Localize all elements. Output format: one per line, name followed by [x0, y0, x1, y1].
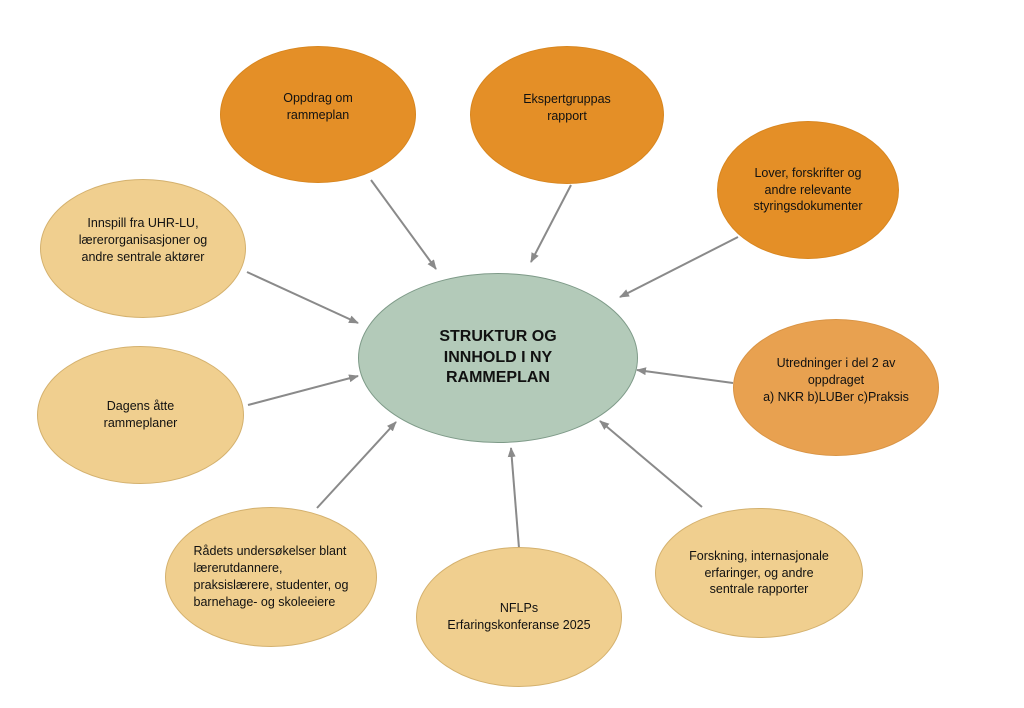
node-dagens-line-1: Dagens åtte: [106, 399, 175, 414]
arrow-dagens: [247, 374, 359, 406]
node-nflp-line-2: Erfaringskonferanse 2025: [447, 618, 591, 632]
node-forskning-line-2: erfaringer, og andre: [704, 565, 814, 580]
arrow-forskning: [599, 420, 703, 508]
node-forskning: Forskning, internasjonale erfaringer, og…: [655, 508, 863, 638]
node-nflp-line-1: NFLPs: [499, 601, 539, 616]
center-line-1: STRUKTUR OG: [439, 327, 557, 345]
arrow-lover: [619, 236, 739, 298]
arrow-radets: [316, 421, 397, 509]
node-oppdrag-text: Oppdrag om rammeplan: [283, 90, 352, 124]
node-lover: Lover, forskrifter og andre relevante st…: [717, 121, 899, 259]
arrow-innspill: [246, 271, 359, 324]
node-utredninger: Utredninger i del 2 av oppdraget a) NKR …: [733, 319, 939, 456]
node-innspill-line-3: andre sentrale aktører: [81, 249, 205, 264]
node-oppdrag-line-1: Oppdrag om: [283, 90, 353, 105]
node-innspill-line-1: Innspill fra UHR-LU,: [87, 216, 199, 231]
node-radets-text: Rådets undersøkelser blant lærerutdanner…: [194, 543, 349, 611]
node-ekspertgruppa: Ekspertgruppas rapport: [470, 46, 664, 184]
arrow-ekspertgruppa: [530, 184, 572, 263]
node-utredninger-text: Utredninger i del 2 av oppdraget a) NKR …: [763, 355, 909, 406]
node-radets-line-4: barnehage- og skoleeiere: [193, 594, 336, 609]
node-oppdrag-line-2: rammeplan: [286, 107, 350, 122]
node-dagens: Dagens åtte rammeplaner: [37, 346, 244, 484]
node-ekspertgruppa-line-2: rapport: [547, 109, 587, 123]
arrow-oppdrag: [370, 179, 437, 270]
node-ekspertgruppa-text: Ekspertgruppas rapport: [523, 91, 611, 125]
node-radets: Rådets undersøkelser blant lærerutdanner…: [165, 507, 377, 647]
node-innspill-text: Innspill fra UHR-LU, lærerorganisasjoner…: [79, 215, 208, 266]
node-ekspertgruppa-line-1: Ekspertgruppas: [523, 92, 611, 107]
node-nflp: NFLPs Erfaringskonferanse 2025: [416, 547, 622, 687]
node-lover-text: Lover, forskrifter og andre relevante st…: [753, 165, 862, 216]
arrow-nflp: [507, 447, 520, 549]
node-forskning-line-3: sentrale rapporter: [709, 582, 809, 597]
node-radets-line-1: Rådets undersøkelser blant: [193, 544, 347, 559]
node-innspill: Innspill fra UHR-LU, lærerorganisasjoner…: [40, 179, 246, 318]
node-oppdrag: Oppdrag om rammeplan: [220, 46, 416, 183]
node-forskning-line-1: Forskning, internasjonale: [689, 548, 829, 563]
center-node: STRUKTUR OG INNHOLD I NY RAMMEPLAN: [358, 273, 638, 443]
node-lover-line-2: andre relevante: [764, 182, 852, 197]
node-lover-line-3: styringsdokumenter: [753, 199, 863, 214]
node-dagens-text: Dagens åtte rammeplaner: [104, 398, 178, 432]
node-dagens-line-2: rammeplaner: [103, 416, 178, 430]
node-innspill-line-2: lærerorganisasjoner og: [78, 233, 208, 248]
center-line-3: RAMMEPLAN: [445, 369, 550, 387]
center-line-2: INNHOLD I NY: [443, 348, 553, 366]
node-forskning-text: Forskning, internasjonale erfaringer, og…: [689, 548, 829, 599]
node-radets-line-3: praksislærere, studenter, og: [193, 578, 349, 592]
node-utredninger-line-2: oppdraget: [807, 373, 865, 388]
arrow-utredninger: [636, 367, 734, 384]
node-utredninger-line-3: a) NKR b)LUBer c)Praksis: [763, 389, 909, 404]
center-node-text: STRUKTUR OG INNHOLD I NY RAMMEPLAN: [439, 327, 556, 389]
node-nflp-text: NFLPs Erfaringskonferanse 2025: [447, 600, 590, 634]
node-lover-line-1: Lover, forskrifter og: [754, 165, 862, 180]
node-radets-line-2: lærerutdannere,: [193, 561, 283, 576]
node-utredninger-line-1: Utredninger i del 2 av: [776, 356, 896, 371]
